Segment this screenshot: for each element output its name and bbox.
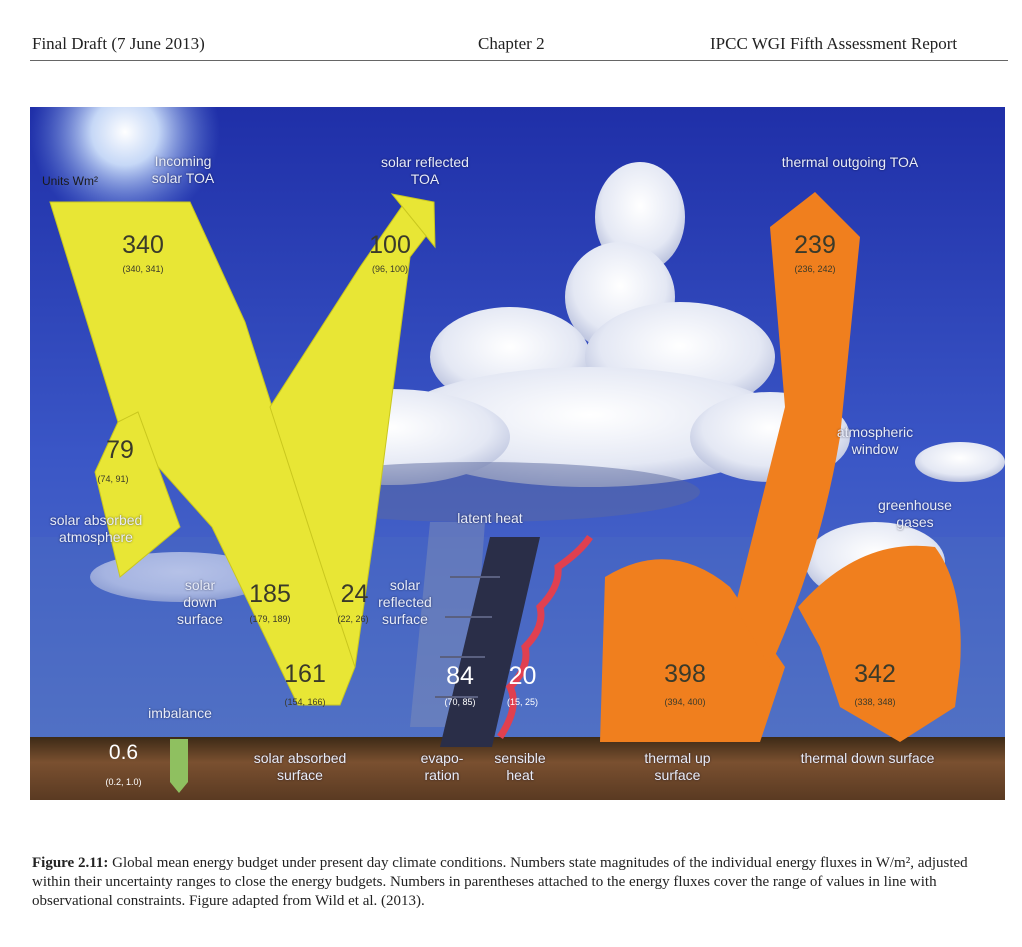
sensible-label: sensible heat xyxy=(494,750,546,783)
reflected-toa-label: solar reflected TOA xyxy=(381,154,469,187)
absorbed-surface-value: 161 xyxy=(284,660,326,688)
sensible-value: 20 xyxy=(508,662,537,690)
reflected-toa-range: (96, 100) xyxy=(371,264,409,274)
figure-caption: Figure 2.11: Global mean energy budget u… xyxy=(32,854,972,911)
evaporation-value: 84 xyxy=(446,662,474,690)
atm-window-label: atmospheric window xyxy=(836,424,914,457)
thermal-down-value: 342 xyxy=(854,660,896,688)
imbalance-label: imbalance xyxy=(148,705,212,721)
header-rule xyxy=(30,60,1008,61)
solar-reflected-arrowhead xyxy=(390,193,436,249)
sensible-range: (15, 25) xyxy=(506,697,539,707)
thermal-up-value: 398 xyxy=(664,660,706,688)
incoming-range: (340, 341) xyxy=(122,264,164,274)
reflected-surface-label: solar reflected surface xyxy=(378,577,432,627)
imbalance-value: 0.6 xyxy=(108,741,139,764)
greenhouse-label: greenhouse gases xyxy=(878,497,952,530)
solar-atmosphere-branch xyxy=(94,411,181,578)
down-surface-range: (179, 189) xyxy=(249,614,291,624)
absorbed-surface-label: solar absorbed surface xyxy=(253,750,347,783)
absorbed-atm-range: (74, 91) xyxy=(97,474,129,484)
thermal-flow-arrows xyxy=(600,192,961,742)
latent-heat-label: latent heat xyxy=(457,510,523,526)
sensible-heat-wave xyxy=(497,534,593,739)
units-label: Units Wm² xyxy=(42,174,98,188)
imbalance-range: (0.2, 1.0) xyxy=(105,777,142,787)
down-surface-value: 185 xyxy=(249,580,291,608)
caption-text: Global mean energy budget under present … xyxy=(32,855,968,909)
thermal-up-label: thermal up surface xyxy=(644,750,711,783)
thermal-toa-range: (236, 242) xyxy=(794,264,836,274)
thermal-down-label: thermal down surface xyxy=(800,750,935,766)
incoming-value: 340 xyxy=(122,231,164,259)
thermal-up-range: (394, 400) xyxy=(664,697,706,707)
down-surface-label: solar down surface xyxy=(177,577,223,627)
imbalance-arrow xyxy=(170,739,188,793)
ground xyxy=(30,737,1005,800)
header-center: Chapter 2 xyxy=(478,34,545,53)
figure-artwork xyxy=(30,107,1005,800)
absorbed-atm-value: 79 xyxy=(106,436,134,464)
solar-reflected-arrow xyxy=(269,201,434,668)
absorbed-surface-range: (154, 166) xyxy=(284,697,326,707)
sun xyxy=(30,107,220,227)
caption-label: Figure 2.11: xyxy=(32,855,109,871)
absorbed-atm-label: solar absorbed atmosphere xyxy=(49,512,143,545)
thermal-down-range: (338, 348) xyxy=(854,697,896,707)
reflected-toa-value: 100 xyxy=(369,231,411,259)
thermal-outgoing-arrow xyxy=(735,192,860,667)
header-right: IPCC WGI Fifth Assessment Report xyxy=(710,34,958,53)
reflected-surface-value: 24 xyxy=(340,580,369,608)
thermal-down-arrow xyxy=(798,545,961,742)
evaporation-column xyxy=(410,522,540,747)
reflected-surface-range: (22, 26) xyxy=(337,614,369,624)
incoming-label: Incoming solar TOA xyxy=(151,153,215,186)
thermal-toa-label: thermal outgoing TOA xyxy=(781,154,919,170)
evaporation-label: evapo- ration xyxy=(420,750,464,783)
thermal-toa-value: 239 xyxy=(794,231,836,259)
header-left: Final Draft (7 June 2013) xyxy=(32,34,205,53)
solar-flow-arrows xyxy=(49,193,436,706)
energy-budget-figure: Units Wm² Incoming solar TOA 340 (340, 3… xyxy=(30,107,1005,800)
evaporation-range: (70, 85) xyxy=(444,697,476,707)
